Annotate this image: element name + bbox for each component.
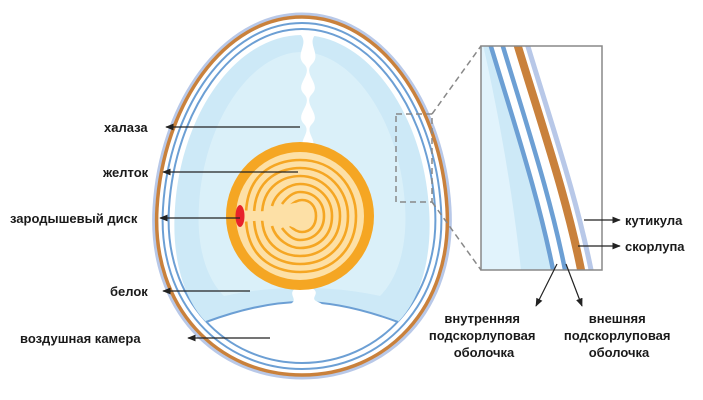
- chalaza-top: [300, 34, 316, 148]
- egg: [152, 12, 452, 380]
- labels: халаза желток зародышевый диск белок воз…: [10, 120, 685, 360]
- label-outer-membrane-line2: подскорлуповая: [564, 328, 671, 343]
- label-yolk: желток: [102, 165, 149, 180]
- label-inner-membrane-line3: оболочка: [454, 345, 515, 360]
- chalaza-bottom: [287, 288, 325, 312]
- zoom-inner-membrane: [488, 46, 556, 270]
- leader-lines: [159, 123, 621, 342]
- yolk-layers: [244, 158, 358, 274]
- label-inner-membrane-line2: подскорлуповая: [429, 328, 536, 343]
- label-chalaza: халаза: [104, 120, 148, 135]
- zoom-outer-membrane: [500, 46, 568, 270]
- label-cuticle: кутикула: [625, 213, 683, 228]
- zoom-albumen-light: [481, 46, 521, 270]
- latebra: [240, 202, 313, 229]
- label-outer-membrane-line1: внешняя: [589, 311, 646, 326]
- germinal-disc: [235, 205, 245, 227]
- label-outer-membrane-line3: оболочка: [589, 345, 650, 360]
- label-inner-membrane: внутренняя подскорлуповая оболочка: [429, 311, 539, 360]
- leader-inner-membrane: [535, 263, 558, 307]
- label-air-cell: воздушная камера: [20, 331, 141, 346]
- label-germinal-disc: зародышевый диск: [10, 211, 138, 226]
- yolk: [226, 142, 374, 290]
- zoom-cuticle: [525, 46, 594, 270]
- label-shell: скорлупа: [625, 239, 685, 254]
- zoom-callout: [395, 45, 603, 271]
- egg-cuticle: [152, 12, 452, 380]
- zoom-frame: [480, 45, 603, 271]
- zoom-guide-bottom: [431, 201, 482, 271]
- zoom-shell: [513, 46, 586, 270]
- label-inner-membrane-line1: внутренняя: [444, 311, 520, 326]
- zoom-source-box: [395, 113, 433, 203]
- label-albumen: белок: [110, 284, 148, 299]
- zoom-cross-section: [481, 46, 602, 270]
- zoom-guide-top: [431, 45, 482, 115]
- label-outer-membrane: внешняя подскорлуповая оболочка: [564, 311, 674, 360]
- leader-outer-membrane: [565, 263, 583, 307]
